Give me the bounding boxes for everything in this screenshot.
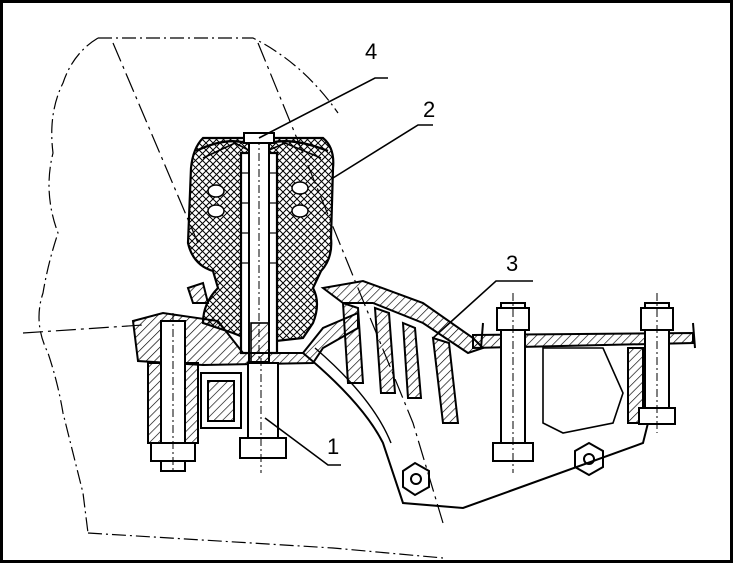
callout-3: 3: [506, 251, 519, 276]
callout-4: 4: [365, 39, 378, 64]
lower-nut: [239, 358, 287, 473]
central-bolt: [239, 132, 279, 364]
bracket-bolts: [492, 293, 676, 473]
mounting-holes: [402, 441, 604, 497]
callout-1: 1: [327, 434, 340, 459]
right-plate: [472, 322, 696, 434]
bracket: [302, 279, 654, 510]
engine-mount-cross-section: [22, 37, 696, 559]
left-bolt: [147, 313, 242, 473]
leader-lines: [258, 77, 533, 466]
callout-2: 2: [423, 97, 436, 122]
